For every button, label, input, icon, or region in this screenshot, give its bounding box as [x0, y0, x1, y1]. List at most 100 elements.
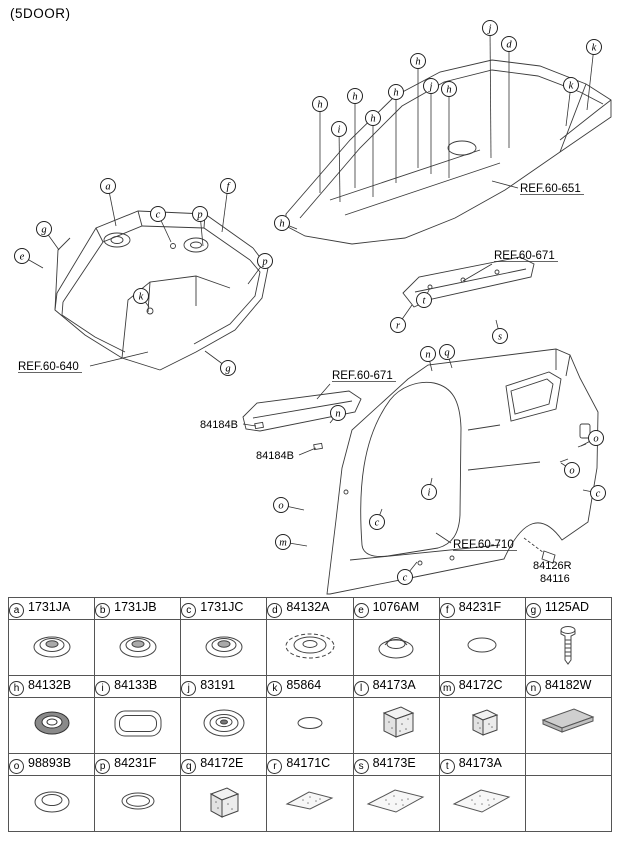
callout-circle	[564, 462, 580, 478]
callout-circle	[133, 288, 149, 304]
part-number-text: 84184B	[256, 450, 294, 462]
callout-letter: j	[487, 24, 492, 35]
callout-c: c	[397, 561, 418, 585]
callout-circle	[312, 96, 328, 112]
callout-letter: c	[596, 489, 601, 500]
ref-label: REF.60-651	[491, 180, 584, 195]
part-leader-line	[242, 423, 257, 427]
callout-circle	[220, 360, 236, 376]
part-letter-badge: n	[525, 680, 541, 696]
front-body-pillar	[54, 237, 71, 311]
foam-block-small-icon	[471, 709, 499, 736]
callout-h: h	[312, 96, 328, 193]
part-number: 84172C	[458, 677, 503, 692]
callout-circle	[275, 534, 291, 550]
seal-ring-icon	[34, 711, 70, 735]
part-number: 84173A	[372, 677, 416, 692]
foam-block-icon	[382, 706, 415, 738]
side-hole-2	[417, 560, 423, 566]
callout-circle	[331, 121, 347, 137]
part-icon-cell	[266, 775, 354, 832]
floor-panel-rib-1	[329, 149, 481, 201]
floor-panel-rib-2	[344, 162, 501, 216]
part-number: 1731JC	[200, 599, 244, 614]
ref-leader-line	[491, 180, 519, 189]
callout-h: h	[274, 215, 298, 231]
part-letter-badge: c	[181, 602, 197, 618]
part-icon-cell	[352, 619, 440, 676]
callout-letter: g	[41, 225, 46, 236]
part-icon-cell	[524, 619, 613, 676]
callout-letter: e	[20, 252, 25, 263]
part-number: 84231F	[114, 755, 157, 770]
callout-p: p	[247, 253, 273, 285]
callout-letter: c	[156, 210, 161, 221]
side-hole-1	[343, 489, 349, 495]
part-icon-cell	[7, 775, 96, 832]
callout-letter: p	[196, 210, 202, 221]
callout-letter: h	[370, 114, 375, 125]
oval-small-icon	[297, 717, 323, 729]
ref-label: REF.60-640	[18, 351, 149, 373]
front-body-crossmember	[147, 276, 197, 313]
empty-cell	[524, 775, 613, 832]
callout-leader-line	[489, 27, 492, 159]
callout-letter: n	[335, 409, 340, 420]
part-letter-badge: o	[9, 758, 24, 774]
part-icon-cell	[94, 697, 182, 754]
callout-letter: s	[498, 332, 502, 343]
ref-leader-line	[316, 383, 331, 400]
floor-panel-flange	[559, 83, 612, 153]
part-icon-cell	[352, 697, 440, 754]
callout-c: c	[150, 206, 172, 243]
ref-label: REF.60-671	[316, 370, 396, 400]
callout-k: k	[133, 288, 150, 308]
quarter-window	[505, 371, 562, 422]
side-panel-outline	[326, 348, 599, 595]
part-number: 84231F	[458, 599, 502, 614]
part-number: 84172E	[200, 755, 244, 770]
cube-block-icon	[209, 787, 240, 818]
callout-circle	[192, 206, 208, 222]
front-body-left-frame	[54, 292, 161, 371]
callout-letter: j	[428, 82, 433, 93]
part-number: 1076AM	[372, 599, 420, 614]
callout-letter: h	[317, 100, 322, 111]
side-hole-3	[449, 555, 455, 561]
plug-wide-icon	[285, 633, 335, 659]
callout-circle	[590, 485, 606, 501]
callout-g: g	[36, 221, 60, 251]
page-title: (5DOOR)	[10, 6, 71, 21]
table-row	[7, 619, 613, 676]
callout-j: j	[423, 78, 439, 174]
callout-c: c	[369, 508, 385, 530]
part-icon-cell	[524, 697, 613, 754]
part-number-label: 84126R	[533, 560, 572, 572]
callout-letter: i	[338, 125, 341, 136]
callout-letter: k	[139, 292, 144, 303]
strut-tower-left-inner	[110, 236, 124, 244]
part-number: 85864	[286, 677, 322, 692]
callout-letter: a	[105, 182, 110, 193]
callout-circle	[365, 110, 381, 126]
cowl-hole-3	[494, 269, 500, 275]
part-number: 84173A	[458, 755, 502, 770]
part-icon-cell	[266, 619, 354, 676]
callout-circle	[441, 81, 457, 97]
strut-tower-left	[103, 232, 131, 248]
callout-h: h	[388, 84, 404, 183]
ref-label: REF.60-671	[462, 250, 558, 282]
callout-letter: o	[593, 434, 598, 445]
callout-letter: o	[569, 466, 574, 477]
cowl-strip-outline	[402, 256, 535, 308]
part-letter-badge: r	[267, 758, 283, 774]
part-number: 84132A	[286, 599, 330, 614]
part-letter-badge: d	[267, 602, 283, 618]
